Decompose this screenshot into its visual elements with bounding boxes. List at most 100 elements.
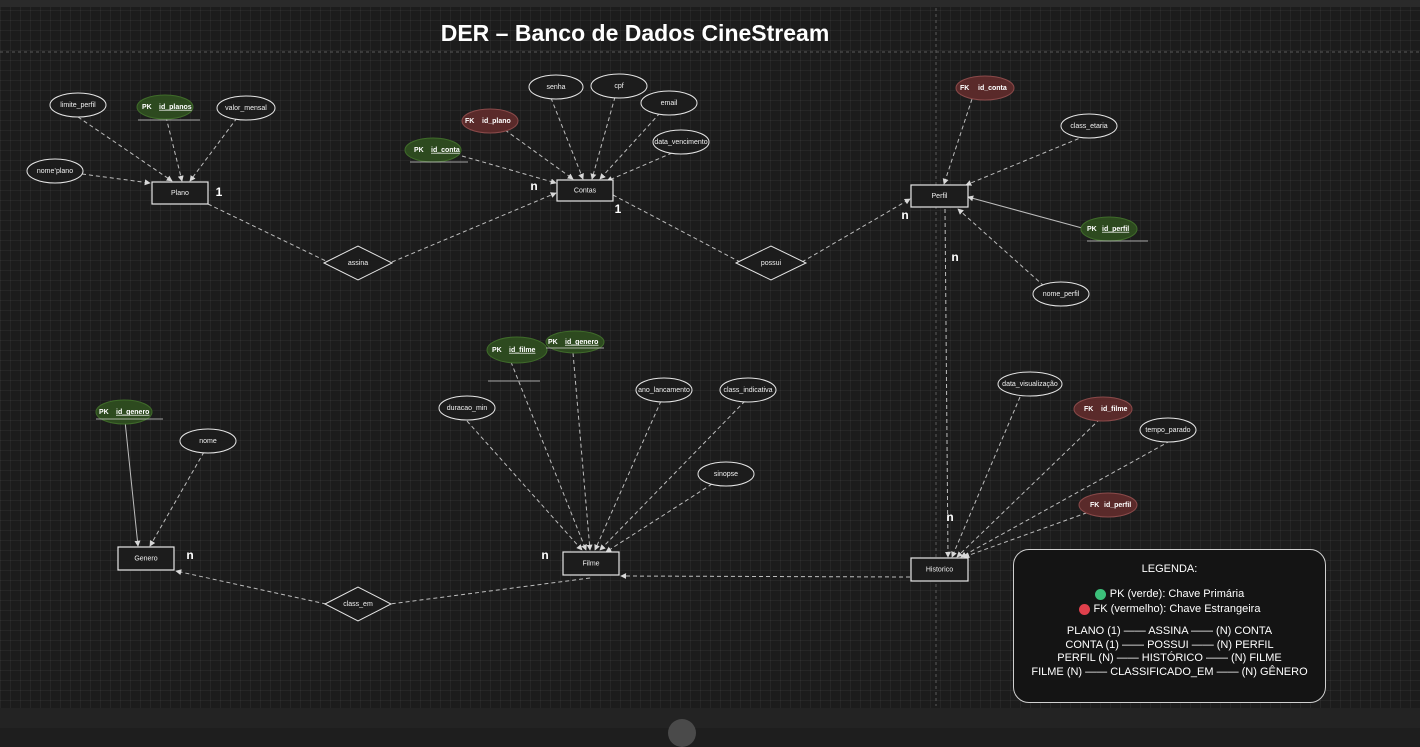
edge-ano-lancamento-filme — [594, 400, 662, 551]
svg-text:Perfil: Perfil — [932, 193, 948, 200]
edge-valor-mensal-plano — [189, 117, 238, 182]
edge-id-perfil-fk-historico — [963, 507, 1101, 559]
edge-nome-genero — [149, 451, 205, 547]
attribute-data-vencimento[interactable]: data_vencimento — [652, 129, 710, 155]
attribute-cpf[interactable]: cpf — [590, 73, 648, 99]
entity-plano[interactable]: Plano — [151, 181, 209, 205]
svg-text:nome’plano: nome’plano — [37, 168, 73, 175]
scroll-handle[interactable] — [668, 719, 696, 747]
legend-pk-row: PK (verde): Chave Primária — [1014, 588, 1325, 600]
legend-fk-row: FK (vermelho): Chave Estrangeira — [1014, 603, 1325, 615]
er-diagram: DER – Banco de Dados CineStream Plano Co… — [0, 8, 1420, 706]
edge-id-genero-filme — [572, 352, 593, 551]
cardinality-genero-n: n — [186, 548, 193, 562]
attribute-nome[interactable]: nome — [179, 428, 237, 454]
legend-pk-text: PK (verde): Chave Primária — [1109, 588, 1245, 600]
svg-text:class_indicativa: class_indicativa — [723, 387, 772, 394]
attribute-nome-perfil[interactable]: nome_perfil — [1032, 281, 1090, 307]
edge-id-planos-plano — [165, 116, 184, 182]
fk-id-perfil[interactable]: FK id_perfil — [1078, 492, 1138, 518]
edge-id-filme-fk-historico — [956, 418, 1101, 558]
edge-nome-plano-plano — [81, 173, 151, 186]
entity-historico[interactable]: Historico — [910, 557, 969, 582]
attribute-limite-perfil[interactable]: limite_perfil — [49, 92, 107, 118]
attribute-nome-plano[interactable]: nome’plano — [26, 158, 84, 184]
pk-id-planos[interactable]: PK id_planos — [136, 94, 200, 121]
legend-relation-3: PERFIL (N) —— HISTÓRICO —— (N) FILME — [1057, 652, 1282, 664]
svg-text:class_etaria: class_etaria — [1070, 123, 1107, 130]
pk-id-perfil[interactable]: PK id_perfil — [1080, 216, 1148, 242]
attribute-tempo-parado[interactable]: tempo_parado — [1139, 417, 1197, 443]
attribute-class-etaria[interactable]: class_etaria — [1060, 113, 1118, 139]
edge-id-perfil-pk-perfil — [967, 195, 1083, 229]
entity-filme[interactable]: Filme — [562, 551, 620, 576]
cardinality-plano-one: 1 — [216, 185, 223, 199]
edge-id-genero-genero — [124, 420, 141, 547]
svg-text:id_filme: id_filme — [1101, 406, 1128, 413]
svg-text:FK: FK — [1090, 502, 1099, 509]
attribute-ano-lancamento[interactable]: ano_lancamento — [635, 377, 693, 403]
svg-text:ano_lancamento: ano_lancamento — [638, 387, 690, 394]
attribute-valor-mensal[interactable]: valor_mensal — [216, 95, 276, 121]
edge-id-plano-contas — [504, 129, 574, 180]
edge-perfil-historico — [944, 208, 951, 558]
edge-duracao-min-filme — [466, 420, 583, 551]
svg-text:sinopse: sinopse — [714, 471, 738, 478]
svg-text:limite_perfil: limite_perfil — [60, 102, 96, 109]
edge-id-filme-filme — [510, 361, 587, 551]
svg-text:data_visualização: data_visualização — [1002, 381, 1058, 388]
legend-fk-text: FK (vermelho): Chave Estrangeira — [1093, 603, 1261, 615]
edge-data-visualizacao-historico — [951, 396, 1021, 558]
edge-filme-class-em — [389, 577, 591, 605]
attribute-sinopse[interactable]: sinopse — [697, 461, 755, 487]
svg-text:Historico: Historico — [926, 566, 953, 573]
red-dot-icon — [1078, 603, 1090, 615]
relationship-class-em[interactable]: class_em — [323, 586, 393, 622]
attribute-data-visualizacao[interactable]: data_visualização — [997, 371, 1063, 397]
svg-text:tempo_parado: tempo_parado — [1145, 427, 1190, 434]
attribute-duracao-min[interactable]: duracao_min — [438, 395, 496, 421]
relationship-assina[interactable]: assina — [322, 245, 394, 281]
edge-contas-possui — [612, 194, 741, 263]
entity-genero[interactable]: Genero — [117, 546, 175, 571]
edge-assina-contas — [391, 192, 557, 263]
pk-id-conta[interactable]: PK id_conta — [404, 137, 468, 163]
edge-id-conta-contas — [461, 155, 557, 185]
attribute-class-indicativa[interactable]: class_indicativa — [719, 377, 777, 403]
svg-text:id_perfil: id_perfil — [1102, 226, 1129, 233]
attribute-senha[interactable]: senha — [528, 74, 584, 100]
edge-plano-assina — [207, 203, 329, 263]
relationship-possui[interactable]: possui — [734, 245, 808, 281]
edge-nome-perfil-perfil — [957, 208, 1045, 287]
entity-perfil[interactable]: Perfil — [910, 184, 969, 208]
fk-id-plano[interactable]: FK id_plano — [461, 108, 519, 134]
svg-text:FK: FK — [465, 118, 474, 125]
svg-text:senha: senha — [546, 84, 565, 91]
svg-text:id_perfil: id_perfil — [1104, 502, 1131, 509]
svg-text:PK: PK — [492, 347, 502, 354]
fk-id-filme[interactable]: FK id_filme — [1073, 396, 1133, 422]
svg-text:class_em: class_em — [343, 601, 373, 608]
svg-text:PK: PK — [414, 147, 424, 154]
cardinality-filme-n: n — [541, 548, 548, 562]
fk-id-conta[interactable]: FK id_conta — [955, 75, 1015, 101]
svg-text:id_genero: id_genero — [565, 339, 598, 346]
svg-text:id_plano: id_plano — [482, 118, 511, 125]
svg-text:id_planos: id_planos — [159, 104, 192, 111]
edge-senha-contas — [550, 97, 584, 180]
green-dot-icon — [1094, 588, 1106, 600]
svg-text:cpf: cpf — [614, 83, 623, 90]
svg-text:id_genero: id_genero — [116, 409, 149, 416]
pk-id-genero[interactable]: PK id_genero — [95, 399, 163, 425]
cardinality-contas-one: 1 — [615, 202, 622, 216]
edge-tempo-parado-historico — [960, 440, 1171, 558]
svg-text:FK: FK — [1084, 406, 1093, 413]
entity-contas[interactable]: Contas — [556, 179, 614, 202]
attribute-email[interactable]: email — [640, 90, 698, 116]
pk-id-filme[interactable]: PK id_filme — [486, 336, 548, 382]
cardinality-perfil-n-a: n — [901, 208, 908, 222]
svg-text:id_filme: id_filme — [509, 347, 536, 354]
pk-id-genero-filme[interactable]: PK id_genero — [545, 330, 605, 354]
svg-text:FK: FK — [960, 85, 969, 92]
cardinality-historico-n: n — [946, 510, 953, 524]
